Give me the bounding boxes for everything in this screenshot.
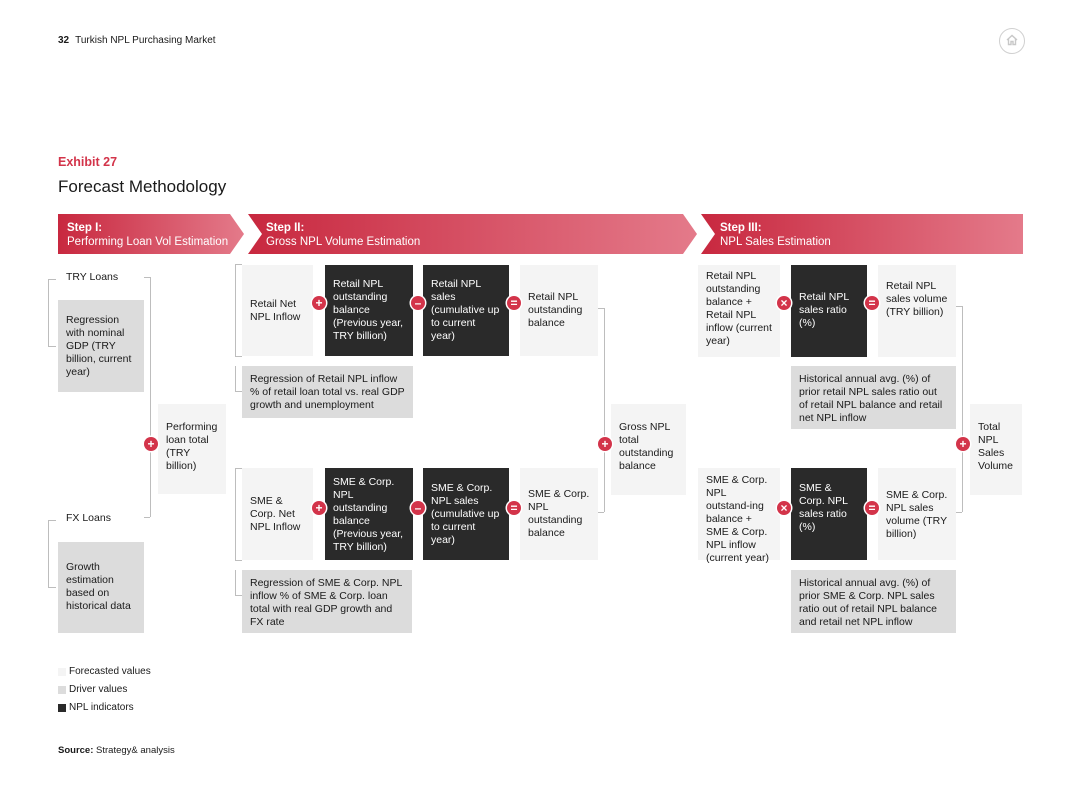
gross-total-box: Gross NPL total outstanding balance	[611, 404, 686, 495]
connector	[48, 520, 56, 521]
sme-volume-box: SME & Corp. NPL sales volume (TRY billio…	[878, 468, 956, 560]
sme-ratio-box: SME & Corp. NPL sales ratio (%)	[791, 468, 867, 560]
connector	[150, 277, 151, 517]
connector	[235, 264, 236, 356]
step-1-title: Step I:	[67, 222, 103, 234]
connector	[48, 520, 49, 587]
equals-operator: =	[865, 501, 879, 515]
step-2-desc: Gross NPL Volume Estimation	[266, 236, 421, 248]
exhibit-number: Exhibit 27	[58, 155, 118, 169]
home-button[interactable]	[999, 28, 1025, 54]
source-note: Source: Strategy& analysis	[58, 745, 175, 756]
connector	[48, 279, 56, 280]
connector	[235, 264, 242, 265]
try-loans-box: TRY Loans	[66, 271, 119, 283]
equals-operator: =	[507, 296, 521, 310]
sme-outstanding-text: SME & Corp. NPL outstanding balance	[528, 488, 590, 539]
step-1-arrow	[58, 214, 244, 254]
times-operator: ×	[777, 296, 791, 310]
legend-swatch-forecasted	[58, 668, 66, 676]
sme-inflow-box: SME & Corp. Net NPL Inflow	[242, 468, 313, 560]
retail-base-box: Retail NPL outstanding balance + Retail …	[698, 265, 780, 357]
equals-operator: =	[507, 501, 521, 515]
performing-total-box: Performing loan total (TRY billion)	[158, 404, 226, 494]
legend-swatch-npl	[58, 704, 66, 712]
source-text: Strategy& analysis	[96, 745, 175, 756]
exhibit-title: Forecast Methodology	[58, 177, 227, 196]
retail-inflow-text: Retail Net NPL Inflow	[250, 297, 301, 323]
step-2-label: Step II: Gross NPL Volume Estimation	[266, 221, 420, 249]
minus-operator: –	[411, 296, 425, 310]
fx-loans-box: FX Loans	[66, 512, 111, 524]
times-operator: ×	[777, 501, 791, 515]
retail-prev-balance-box: Retail NPL outstanding balance (Previous…	[325, 265, 413, 356]
total-volume-box: Total NPL Sales Volume	[970, 404, 1022, 495]
retail-volume-box: Retail NPL sales volume (TRY billion)	[878, 265, 956, 357]
fx-growth-box: Growth estimation based on historical da…	[58, 542, 144, 633]
connector	[235, 595, 242, 596]
step-3-title: Step III:	[720, 222, 762, 234]
retail-sales-cum-box: Retail NPL sales (cumulative up to curre…	[423, 265, 509, 356]
step-2-arrow	[248, 214, 697, 254]
connector	[235, 468, 236, 560]
connector	[235, 468, 242, 469]
connector	[956, 306, 962, 307]
retail-inflow-box: Retail Net NPL Inflow	[242, 265, 313, 356]
legend-label-forecasted: Forecasted values	[69, 666, 151, 677]
connector	[235, 356, 242, 357]
sme-prev-balance-box: SME & Corp. NPL outstanding balance (Pre…	[325, 468, 413, 560]
retail-outstanding-text: Retail NPL outstanding balance	[528, 291, 583, 329]
step-2-title: Step II:	[266, 222, 305, 234]
plus-operator: +	[312, 296, 326, 310]
home-icon	[1006, 34, 1018, 46]
connector	[956, 512, 962, 513]
sme-sales-cum-box: SME & Corp. NPL sales (cumulative up to …	[423, 468, 509, 560]
plus-operator: +	[598, 437, 612, 451]
legend-item-npl: NPL indicators	[58, 702, 134, 713]
connector	[48, 587, 56, 588]
step-3-arrow	[701, 214, 1023, 254]
retail-regression-box: Regression of Retail NPL inflow % of ret…	[242, 366, 413, 418]
connector	[598, 512, 604, 513]
legend-label-driver: Driver values	[69, 684, 128, 695]
minus-operator: –	[411, 501, 425, 515]
report-title: Turkish NPL Purchasing Market	[75, 35, 216, 46]
page-header: 32 Turkish NPL Purchasing Market	[58, 35, 216, 46]
retail-hist-box: Historical annual avg. (%) of prior reta…	[791, 366, 956, 429]
plus-operator: +	[312, 501, 326, 515]
legend-item-forecasted: Forecasted values	[58, 666, 151, 677]
connector	[48, 346, 56, 347]
connector	[144, 277, 150, 278]
sme-inflow-text: SME & Corp. Net NPL Inflow	[250, 494, 301, 533]
retail-ratio-box: Retail NPL sales ratio (%)	[791, 265, 867, 357]
source-label: Source:	[58, 745, 94, 756]
plus-operator: +	[144, 437, 158, 451]
connector	[48, 279, 49, 346]
legend-label-npl: NPL indicators	[69, 702, 134, 713]
legend-swatch-driver	[58, 686, 66, 694]
connector	[962, 306, 963, 512]
connector	[604, 308, 605, 512]
connector	[598, 308, 604, 309]
connector	[144, 517, 150, 518]
sme-regression-box: Regression of SME & Corp. NPL inflow % o…	[242, 570, 412, 633]
step-1-desc: Performing Loan Vol Estimation	[67, 236, 229, 248]
step-3-desc: NPL Sales Estimation	[720, 236, 831, 248]
retail-outstanding-box: Retail NPL outstanding balance	[520, 265, 598, 356]
page-number: 32	[58, 35, 70, 46]
connector	[235, 366, 236, 391]
sme-base-box: SME & Corp. NPL outstand-ing balance + S…	[698, 468, 780, 564]
connector	[235, 560, 242, 561]
step-3-label: Step III: NPL Sales Estimation	[720, 221, 831, 249]
connector	[235, 570, 236, 595]
equals-operator: =	[865, 296, 879, 310]
plus-operator: +	[956, 437, 970, 451]
connector	[235, 391, 242, 392]
sme-hist-box: Historical annual avg. (%) of prior SME …	[791, 570, 956, 633]
try-regression-box: Regression with nominal GDP (TRY billion…	[58, 300, 144, 392]
legend-item-driver: Driver values	[58, 684, 127, 695]
sme-outstanding-box: SME & Corp. NPL outstanding balance	[520, 468, 598, 560]
step-1-label: Step I: Performing Loan Vol Estimation	[67, 221, 228, 249]
step-banner	[58, 214, 1023, 254]
